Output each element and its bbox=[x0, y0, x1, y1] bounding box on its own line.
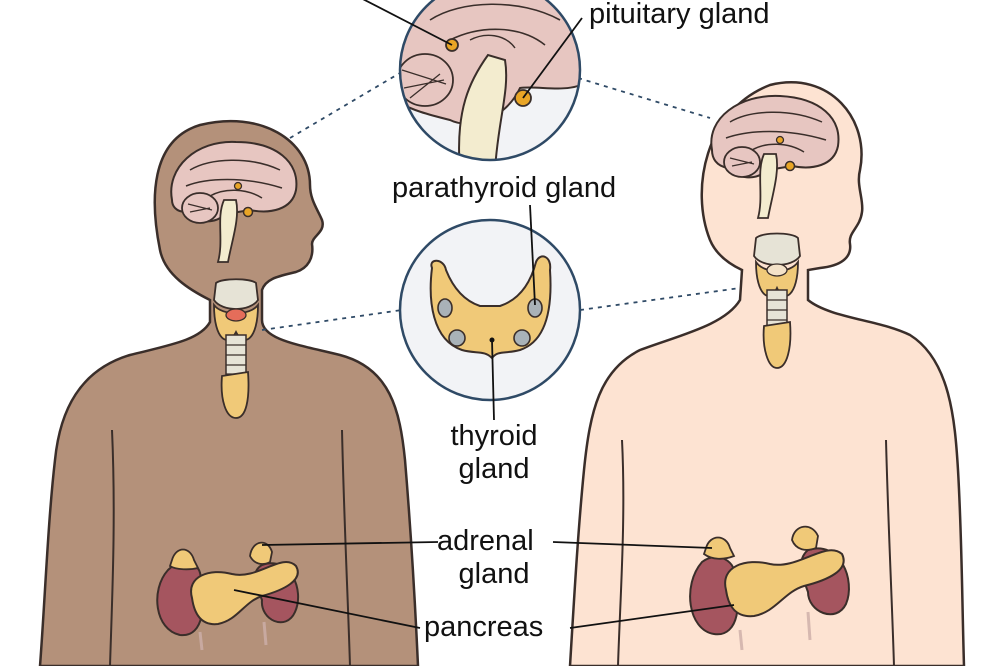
right-pancreas bbox=[724, 549, 845, 618]
pituitary-inset bbox=[362, 0, 583, 162]
pineal-pointer bbox=[362, 0, 453, 46]
adrenal-gland-label-line2: gland bbox=[458, 558, 530, 590]
pituitary-pointer bbox=[522, 17, 583, 99]
right-arm-line-right bbox=[885, 439, 895, 666]
parathyroid-gland-label: parathyroid gland bbox=[392, 172, 617, 204]
left-arm-line-right bbox=[341, 429, 351, 666]
adrenal-gland-label-line1: adrenal bbox=[437, 525, 534, 557]
abdomen-pointers bbox=[233, 541, 735, 629]
left-brain bbox=[170, 140, 298, 263]
left-body bbox=[38, 119, 420, 666]
right-abdomen bbox=[689, 525, 850, 651]
right-adrenal-right bbox=[791, 525, 819, 551]
left-pituitary bbox=[242, 206, 254, 218]
parathyroid-pointer bbox=[529, 204, 536, 306]
thyroid-inset bbox=[398, 204, 582, 421]
left-neck-glands bbox=[213, 278, 259, 419]
adrenal-pointer-right bbox=[552, 541, 713, 549]
pancreas-pointer-right bbox=[569, 604, 735, 629]
right-brain bbox=[710, 94, 840, 219]
left-adrenal-left bbox=[168, 548, 200, 571]
left-arm-line-left bbox=[109, 429, 115, 666]
right-body-silhouette bbox=[568, 81, 966, 666]
right-arm-line-left bbox=[617, 439, 625, 666]
right-adrenal-left bbox=[702, 536, 736, 560]
thyroid-gland-label-line1: thyroid bbox=[450, 420, 538, 452]
right-pituitary bbox=[784, 160, 796, 172]
inset-connectors bbox=[261, 69, 741, 331]
pancreas-label: pancreas bbox=[424, 611, 544, 643]
thyroid-gland-label-line2: gland bbox=[458, 453, 530, 485]
pancreas-pointer-left bbox=[233, 589, 421, 629]
adrenal-pointer-left bbox=[261, 541, 439, 546]
right-body bbox=[568, 81, 966, 666]
right-neck-glands bbox=[753, 232, 801, 369]
pituitary-gland-label: pituitary gland bbox=[589, 0, 770, 30]
thyroid-pointer bbox=[491, 339, 495, 421]
left-adrenal-right bbox=[249, 541, 273, 565]
